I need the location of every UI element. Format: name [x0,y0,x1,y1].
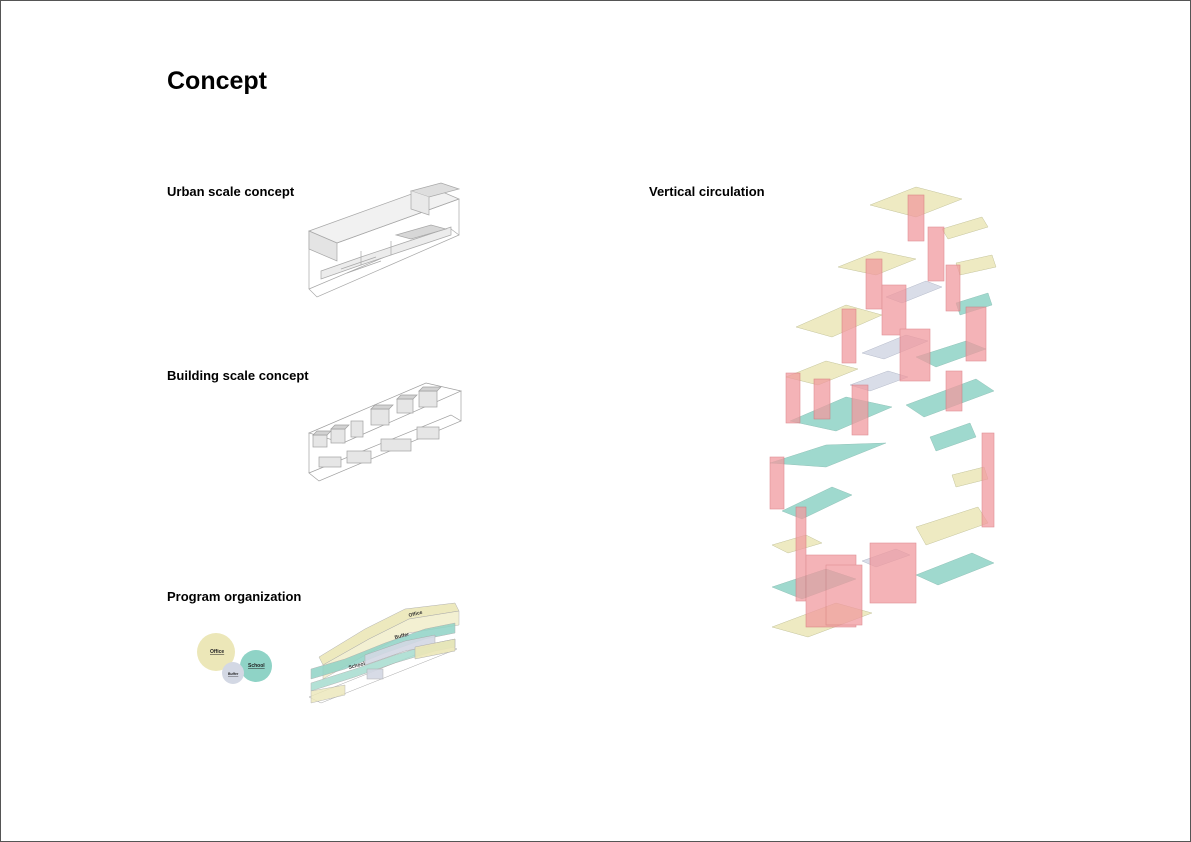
office-annex [414,638,456,660]
office-bubble-label: Office [210,649,224,655]
volume-block [318,456,342,468]
circulation-core [785,372,801,424]
vertical-circulation-axonometric [769,186,997,638]
office-floor-plate [795,304,883,338]
buffer-bubble [222,662,244,684]
volume-block [396,398,414,414]
volume-block [330,428,346,444]
circulation-core [899,328,931,382]
axon-school-label: School [348,661,366,671]
urban-scale-axonometric [308,182,461,298]
school-floor-plate [789,396,893,432]
volume-block [350,420,364,438]
school-bubble-label: School [248,663,265,669]
office-floor-plate [785,360,859,386]
buffer-bubble-label: Buffer [228,672,239,676]
vertical-circulation-heading: Vertical circulation [649,184,765,199]
office-floor-plate [955,254,997,276]
volume-block [380,438,412,452]
circulation-core [841,308,857,364]
circulation-core [907,194,925,242]
volume-block [370,408,390,426]
page-title: Concept [167,67,267,95]
circulation-core [865,258,883,310]
office-floor-plate [941,216,989,240]
circulation-core [825,564,863,626]
circulation-core [981,432,995,528]
volume-block [416,426,440,440]
circulation-core [851,384,869,436]
office-floor-plate [915,506,989,546]
circulation-core [881,284,907,336]
school-bubble [240,650,272,682]
circulation-core [795,506,807,602]
office-bubble [197,633,235,671]
circulation-core [945,370,963,412]
circulation-core [869,542,917,604]
circulation-core [813,378,831,420]
building-scale-axonometric [307,382,463,482]
urban-scale-heading: Urban scale concept [167,184,295,199]
volume-block [418,390,438,408]
circulation-core [927,226,945,282]
school-floor-plate [915,552,995,586]
circulation-core [965,306,987,362]
school-floor-plate [929,422,977,452]
axon-office-label: Office [408,610,423,619]
terrace-ramp [320,226,452,280]
program-axonometric: Office Buffer School [308,602,460,704]
school-floor-plate [781,486,853,520]
building-scale-heading: Building scale concept [167,368,309,383]
program-organization-heading: Program organization [167,589,302,604]
circulation-core [769,456,785,510]
program-bubble-diagram: Office School Buffer [197,633,272,684]
axon-buffer-label: Buffer [394,632,410,641]
volume-block [346,450,372,464]
volume-block [312,434,328,448]
circulation-core [945,264,961,312]
school-floor-plate [769,442,887,468]
